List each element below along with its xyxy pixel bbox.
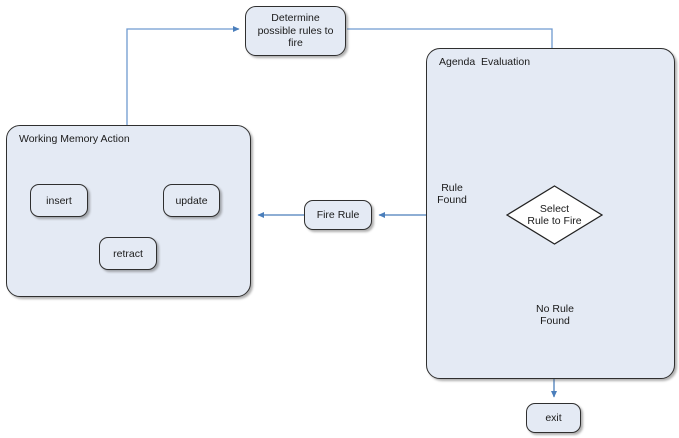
agenda-evaluation-label: Agenda Evaluation <box>439 56 531 68</box>
node-exit[interactable]: exit <box>526 403 581 433</box>
node-retract[interactable]: retract <box>99 237 157 270</box>
edge-label-rule-found: Rule Found <box>437 182 467 207</box>
edge-workingmemory-to-determine <box>126 25 240 125</box>
edge-label-no-rule-found: No Rule Found <box>536 303 574 328</box>
diamond-shape <box>506 185 603 245</box>
node-retract-label: retract <box>113 247 143 260</box>
node-update[interactable]: update <box>163 184 220 217</box>
node-determine-possible-rules[interactable]: Determine possible rules to fire <box>245 6 346 56</box>
node-insert-label: insert <box>46 194 72 207</box>
node-select-rule-to-fire[interactable]: Select Rule to Fire <box>506 185 603 245</box>
node-insert[interactable]: insert <box>30 184 88 217</box>
node-update-label: update <box>175 194 208 207</box>
node-exit-label: exit <box>545 412 562 424</box>
node-fire-rule-label: Fire Rule <box>316 209 360 221</box>
node-determine-label: Determine possible rules to fire <box>257 12 334 50</box>
node-fire-rule[interactable]: Fire Rule <box>304 200 372 230</box>
working-memory-action-label: Working Memory Action <box>19 133 130 145</box>
node-select-rule-to-fire-label: Select Rule to Fire <box>527 202 582 227</box>
